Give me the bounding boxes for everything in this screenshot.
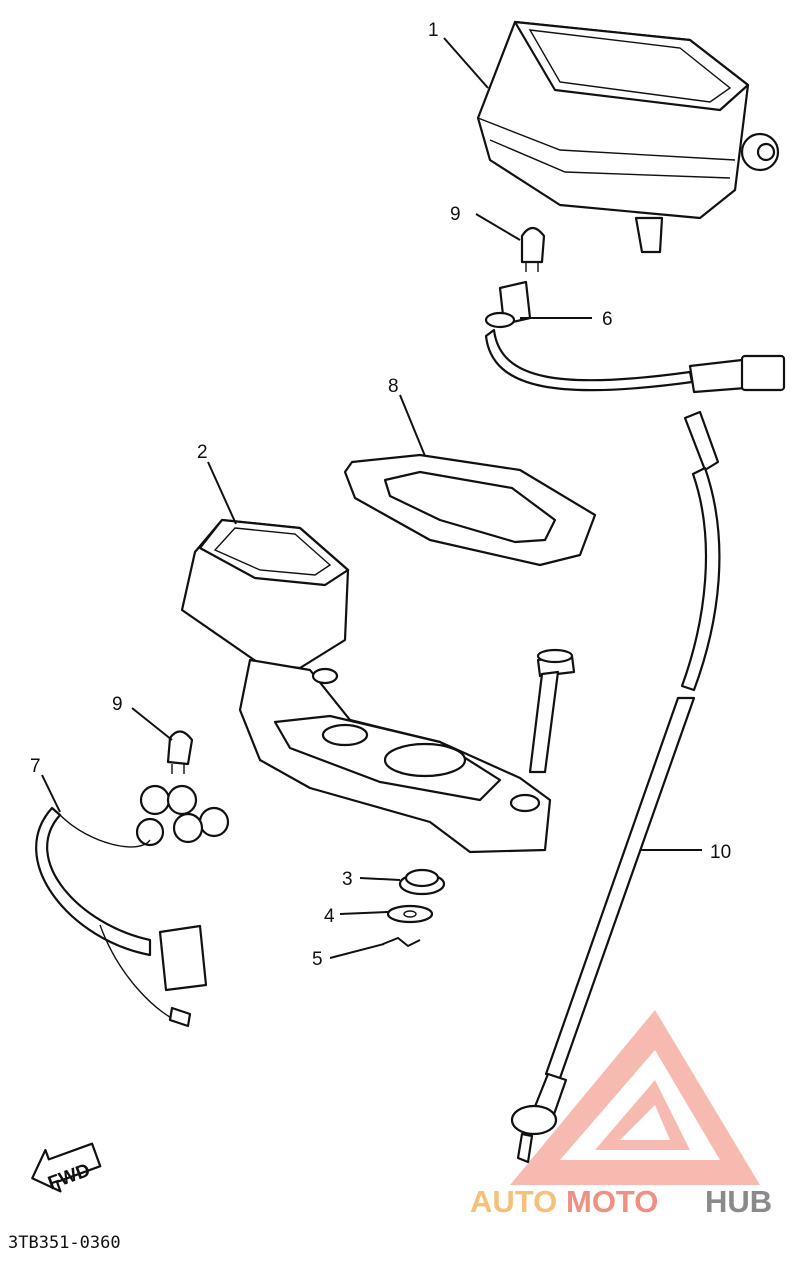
watermark-hub: HUB (705, 1184, 772, 1219)
callout-5: 5 (312, 949, 323, 970)
callout-leaders (41, 37, 702, 959)
callout-4: 4 (324, 906, 335, 927)
meter-housing-part-1 (476, 20, 780, 254)
callout-8: 8 (388, 376, 399, 397)
callout-1: 1 (428, 20, 439, 41)
watermark-wordmark: AUTO MOTO HUB (470, 1184, 772, 1219)
callout-10: 10 (710, 842, 731, 863)
callout-3: 3 (342, 869, 353, 890)
bolt (528, 648, 576, 774)
meter-bracket-part-2 (180, 518, 552, 854)
callout-9-top: 9 (450, 204, 461, 225)
socket-lead-part-6 (484, 280, 786, 394)
callout-9-lower: 9 (112, 694, 123, 715)
gasket-part-8 (343, 453, 597, 567)
fwd-arrow-icon (31, 1142, 102, 1193)
wire-harness-part-7 (35, 784, 230, 1028)
washer-part-4 (386, 904, 434, 924)
watermark-logo (510, 1010, 760, 1185)
bulb-part-9-lower (166, 730, 194, 774)
callout-6: 6 (602, 309, 613, 330)
bulb-part-9-top (520, 226, 546, 272)
watermark-moto: MOTO (566, 1184, 658, 1219)
clip-part-5 (382, 936, 421, 948)
meter-cable-part-10 (510, 410, 721, 1164)
part-code: 3TB351-0360 (8, 1233, 121, 1253)
watermark-auto: AUTO (470, 1184, 557, 1219)
grommet-part-3 (398, 868, 446, 896)
callout-2: 2 (197, 442, 208, 463)
callout-7: 7 (30, 756, 41, 777)
